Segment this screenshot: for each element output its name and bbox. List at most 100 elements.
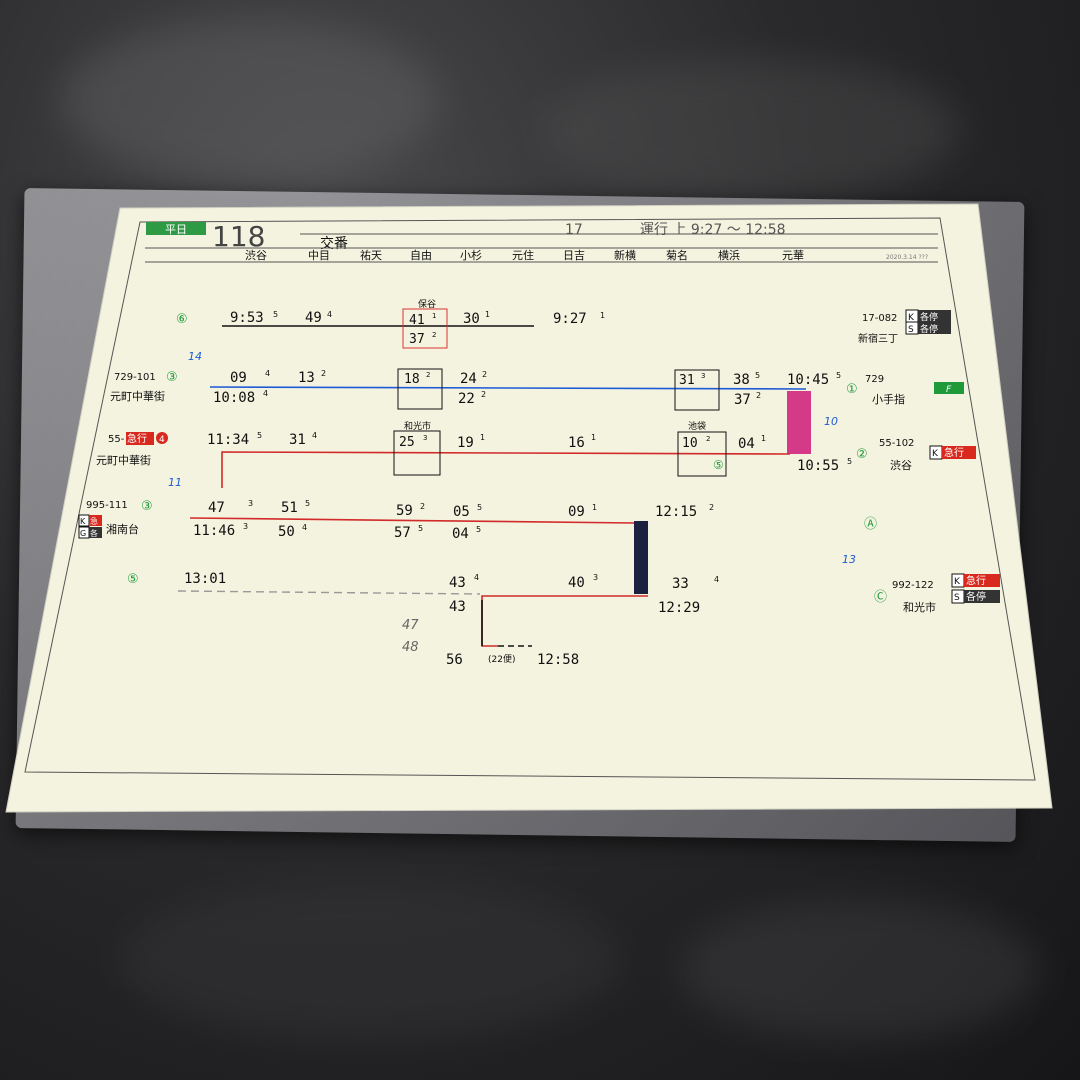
row-4: 995-111 ③ K 急 G 各 湘南台 47 3 11:46 3 51 5 … [78,499,877,542]
box-label: 池袋 [688,420,706,432]
time: 16 [568,435,585,451]
sup: 3 [243,522,248,531]
sup: 1 [600,311,605,320]
sup: 2 [426,371,430,379]
row-3: 55- 急行 4 元町中華街 11:34 5 31 4 和光市 25 3 19 … [96,420,976,488]
sup: 4 [312,431,317,440]
station-name: 元華 [782,249,804,262]
train-number: 729-101 [114,372,156,383]
time: 37 [409,332,425,347]
time: 38 [733,372,750,388]
station-name: 元住 [512,248,534,262]
row-circle: ② [856,447,868,462]
deadhead-line [177,590,481,595]
kind-number: 4 [159,435,165,445]
station-name: 横浜 [718,248,740,262]
time: 31 [289,432,306,448]
inner-frame [24,217,1036,781]
weekday-badge [146,222,206,235]
time: 9:27 [553,311,587,327]
row-circle: ① [846,382,858,397]
fur-highlight [120,880,620,1040]
fur-highlight [60,20,440,180]
sup: 1 [592,503,597,512]
k-letter: K [932,449,939,459]
kind-badge [964,590,1000,603]
transfer-bar [634,521,648,594]
handwritten-note: 48 [402,640,419,655]
transfer-bar [787,391,811,454]
k-letter: K [80,517,86,526]
sup: 5 [755,371,760,380]
sup: 5 [257,431,262,440]
sup: 3 [593,573,598,582]
destination: 和光市 [903,600,936,614]
time: 24 [460,371,477,387]
weekday-label: 平日 [165,223,187,236]
time: 10:45 [787,372,829,388]
kind-text: 急行 [966,574,986,587]
kind-text: 各停 [920,323,938,335]
trip-id: 17 [565,222,583,238]
kind-text: 各停 [920,311,938,323]
row-circle: ⑤ [127,572,139,587]
train-number: 17-082 [862,313,897,324]
row-circle: ⑥ [176,312,188,327]
kind-number-circle [156,432,168,444]
kind-badge [89,527,102,538]
f-badge [934,382,964,394]
sup: 1 [480,433,485,442]
time: 56 [446,652,463,668]
handwritten-note: 47 [402,618,419,633]
sup: 3 [423,434,427,442]
sup: 1 [485,310,490,319]
time: 10:55 [797,458,839,474]
row-circle: Ⓒ [874,590,887,605]
time: 10 [682,436,698,451]
kind-badge [964,574,1000,587]
sup: 2 [420,502,425,511]
sup: 5 [477,503,482,512]
train-line [221,451,791,488]
row-2: 729-101 ③ 元町中華街 09 4 13 2 10:08 4 18 2 2… [110,368,964,411]
time: 13 [298,370,315,386]
train-number: 55-102 [879,438,914,449]
time: 31 [679,373,695,388]
station-header: 渋谷 中目 祐天 自由 小杉 元住 日吉 新横 菊名 横浜 元華 [245,248,804,262]
time: 09 [230,370,247,386]
train-line [209,386,807,390]
time: 33 [672,576,689,592]
print-code: 2020.3.14 ??? [886,254,928,261]
time: 04 [452,526,469,542]
sup: 2 [321,369,326,378]
station-name: 渋谷 [245,249,267,262]
station-name: 小杉 [460,248,482,262]
sup: 1 [591,433,596,442]
station-box [397,368,443,410]
time: 49 [305,310,322,326]
sup: 2 [709,503,714,512]
kind-text: 急行 [127,432,147,445]
destination: 新宿三丁 [858,332,898,345]
station-name: 日吉 [563,249,585,262]
station-name: 祐天 [360,249,382,262]
time: 13:01 [184,571,226,587]
station-box [674,369,720,411]
s-letter: S [954,593,960,603]
fur-highlight [680,900,1040,1040]
sup: 2 [481,390,486,399]
sup: 4 [327,310,332,319]
sup: 2 [756,391,761,400]
sup: 2 [432,331,436,339]
time: 12:15 [655,504,697,520]
station-name: 中目 [308,249,330,262]
operation-range: 運行 上 9:27 〜 12:58 [640,222,786,238]
time: 30 [463,311,480,327]
row-1: ⑥ 9:53 5 49 4 保谷 41 1 37 2 30 1 9:27 1 1… [176,298,951,349]
kind-badge [918,322,951,334]
time: 40 [568,575,585,591]
time: 59 [396,503,413,519]
kind-text: 急行 [944,446,964,459]
